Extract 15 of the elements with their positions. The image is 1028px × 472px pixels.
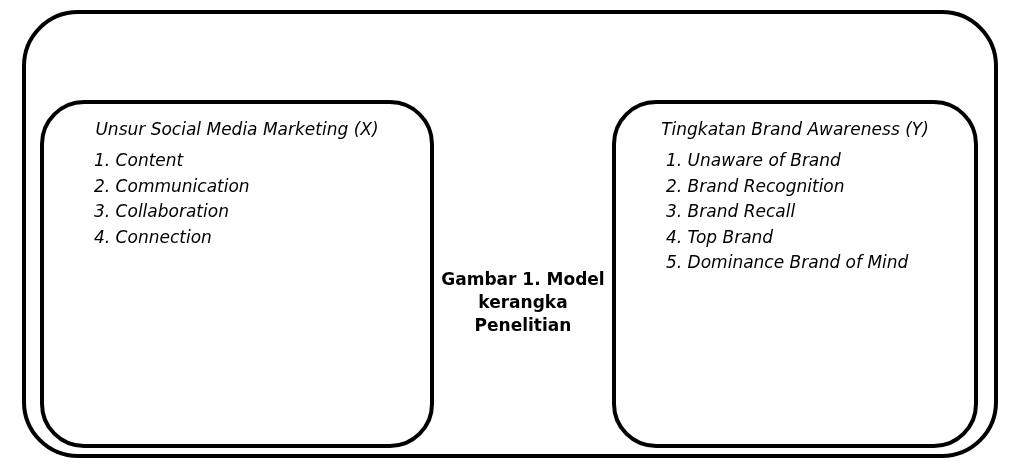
outer-frame — [22, 10, 998, 458]
list-item: 2. Communication — [93, 174, 251, 198]
list-item: 1. Unaware of Brand — [665, 149, 842, 173]
list-item: 4. Connection — [93, 225, 213, 249]
list-item: 1. Content — [93, 149, 185, 173]
list-item: 2. Brand Recognition — [665, 174, 846, 198]
box-heading: Unsur Social Media Marketing (X) — [94, 118, 380, 141]
list-item: 4. Top Brand — [665, 225, 775, 249]
list-item: 3. Brand Recall — [665, 200, 797, 224]
rounded-box — [40, 100, 434, 448]
box-heading: Tingkatan Brand Awareness (Y) — [660, 118, 930, 141]
caption: Gambar 1. Model kerangka Penelitian — [440, 268, 606, 337]
list-item: 5. Dominance Brand of Mind — [665, 251, 910, 275]
rounded-box — [612, 100, 978, 448]
list-item: 3. Collaboration — [93, 200, 230, 224]
